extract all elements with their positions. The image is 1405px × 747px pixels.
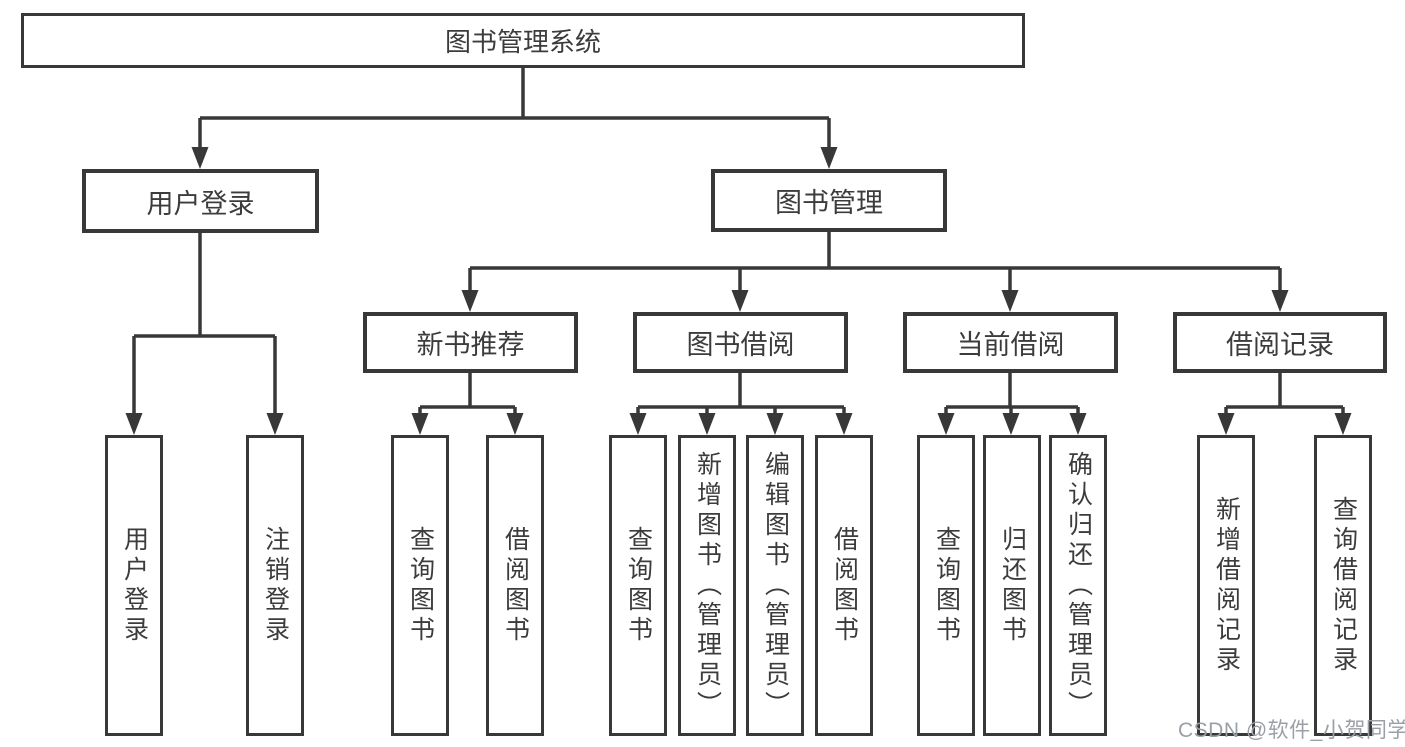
leaf-user-login: 用户登录 <box>105 435 163 736</box>
leaf-label: 新增图书（管理员） <box>693 450 722 721</box>
leaf-label: 借阅图书 <box>501 525 530 646</box>
leaf-label: 新增借阅记录 <box>1212 495 1241 676</box>
node-library-management-system: 图书管理系统 <box>21 13 1025 68</box>
leaf-add-borrow-record: 新增借阅记录 <box>1197 435 1255 736</box>
leaf-query-books-recommend: 查询图书 <box>391 435 449 736</box>
leaf-query-books-current: 查询图书 <box>917 435 975 736</box>
leaf-logout: 注销登录 <box>246 435 304 736</box>
leaf-label: 查询图书 <box>624 525 653 646</box>
node-current-borrowing: 当前借阅 <box>903 312 1118 373</box>
leaf-borrow-books-recommend: 借阅图书 <box>486 435 544 736</box>
leaf-label: 归还图书 <box>998 525 1027 646</box>
leaf-label: 确认归还（管理员） <box>1064 450 1093 721</box>
node-book-management: 图书管理 <box>711 169 947 232</box>
leaf-confirm-return-admin: 确认归还（管理员） <box>1049 435 1107 736</box>
leaf-label: 查询借阅记录 <box>1329 495 1358 676</box>
arrowheads <box>125 147 1352 435</box>
leaf-label: 用户登录 <box>120 525 149 646</box>
csdn-watermark: CSDN @软件_小贺同学 <box>1178 719 1405 742</box>
leaf-add-books-admin: 新增图书（管理员） <box>678 435 736 736</box>
leaf-return-books: 归还图书 <box>983 435 1041 736</box>
leaf-label: 编辑图书（管理员） <box>761 450 790 721</box>
leaf-edit-books-admin: 编辑图书（管理员） <box>746 435 804 736</box>
leaf-query-books-borrow: 查询图书 <box>609 435 667 736</box>
leaf-label: 注销登录 <box>261 525 290 646</box>
node-new-book-recommend: 新书推荐 <box>363 312 578 373</box>
leaf-label: 查询图书 <box>406 525 435 646</box>
node-borrowing-records: 借阅记录 <box>1173 312 1387 373</box>
node-book-borrowing: 图书借阅 <box>633 312 848 373</box>
leaf-query-borrow-record: 查询借阅记录 <box>1314 435 1372 736</box>
leaf-borrow-books: 借阅图书 <box>815 435 873 736</box>
node-user-login: 用户登录 <box>82 169 319 233</box>
leaf-label: 查询图书 <box>932 525 961 646</box>
leaf-label: 借阅图书 <box>830 525 859 646</box>
